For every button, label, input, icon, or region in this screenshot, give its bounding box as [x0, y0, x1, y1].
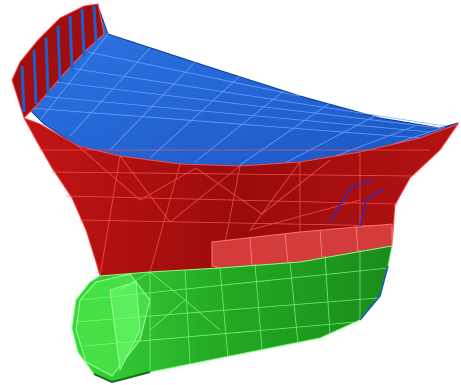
waterline-band: [211, 223, 393, 269]
bow-bulwark: [11, 3, 105, 119]
lower-hull-bulb: [71, 245, 393, 384]
deck-surface: [13, 5, 459, 167]
